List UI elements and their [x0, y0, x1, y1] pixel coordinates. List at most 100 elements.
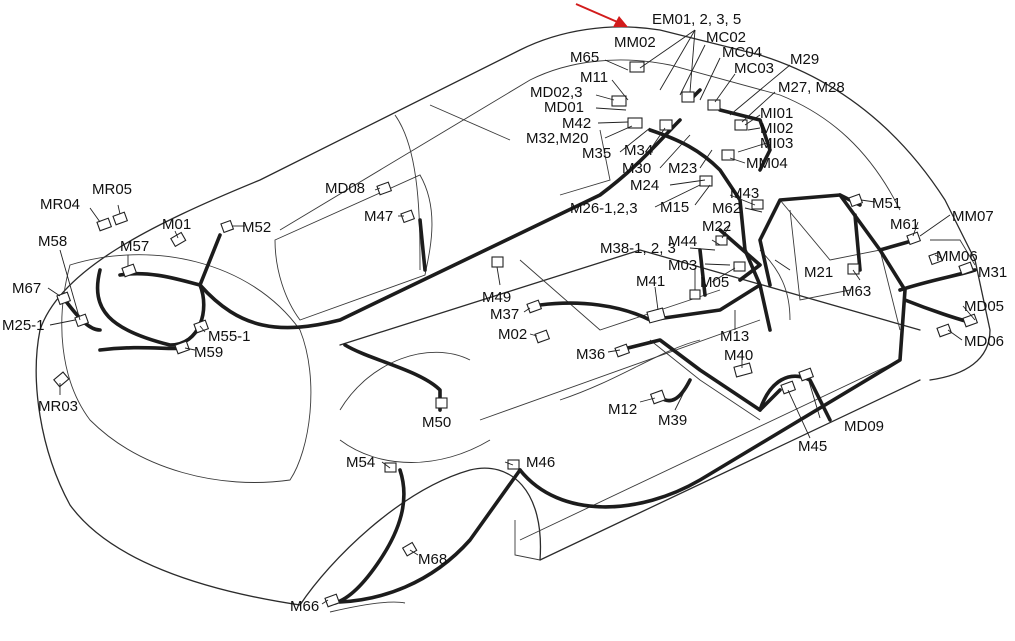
label-m02: M02 [498, 326, 527, 343]
label-m15: M15 [660, 199, 689, 216]
label-m61: M61 [890, 216, 919, 233]
label-mi02: MI02 [760, 120, 793, 137]
label-mi03: MI03 [760, 135, 793, 152]
label-md05: MD05 [964, 298, 1004, 315]
label-m12: M12 [608, 401, 637, 418]
connector [53, 371, 70, 388]
label-md01: MD01 [544, 99, 584, 116]
label-m49: M49 [482, 289, 511, 306]
connector [734, 119, 748, 131]
label-m66: M66 [290, 598, 319, 615]
label-md06: MD06 [964, 333, 1004, 350]
connector [526, 299, 543, 314]
label-m50: M50 [422, 414, 451, 431]
label-m26: M26-1,2,3 [570, 200, 638, 217]
connector [324, 593, 341, 608]
label-mm04: MM04 [746, 155, 788, 172]
label-mc03: MC03 [734, 60, 774, 77]
connector [751, 199, 764, 210]
connector [534, 329, 551, 344]
label-m34: M34 [624, 142, 653, 159]
connector [659, 119, 673, 131]
connector [681, 91, 695, 103]
label-m38: M38-1, 2, 3 [600, 240, 676, 257]
label-m46: M46 [526, 454, 555, 471]
label-md02: MD02,3 [530, 84, 583, 101]
label-mr03: MR03 [38, 398, 78, 415]
connector [847, 263, 860, 275]
label-m44: M44 [668, 233, 697, 250]
connector [435, 397, 448, 409]
connector [491, 256, 504, 268]
connector [733, 261, 746, 272]
label-m57: M57 [120, 238, 149, 255]
connector [715, 235, 728, 246]
label-m24: M24 [630, 177, 659, 194]
label-m39: M39 [658, 412, 687, 429]
label-m36: M36 [576, 346, 605, 363]
connector [689, 289, 701, 300]
label-md09: MD09 [844, 418, 884, 435]
label-md08: MD08 [325, 180, 365, 197]
label-m22: M22 [702, 218, 731, 235]
label-m11: M11 [580, 69, 608, 86]
label-mc02: MC02 [706, 29, 746, 46]
vehicle-body-outline [35, 26, 991, 613]
connector [958, 261, 975, 276]
label-mm02: MM02 [614, 34, 656, 51]
connector [376, 181, 393, 196]
connectors [53, 61, 979, 608]
connector [928, 251, 944, 266]
label-m58: M58 [38, 233, 67, 250]
connector [649, 389, 667, 405]
label-m01: M01 [162, 216, 191, 233]
highlight-arrow [575, 3, 628, 27]
label-m37: M37 [490, 306, 519, 323]
connector [507, 459, 520, 470]
label-em01: EM01, 2, 3, 5 [652, 11, 741, 28]
connector [170, 231, 187, 248]
label-m27-m28: M27, M28 [778, 79, 845, 96]
connector [780, 380, 797, 395]
connector [112, 211, 129, 226]
connector [220, 219, 235, 234]
label-m51: M51 [872, 195, 901, 212]
connector [400, 209, 416, 224]
label-m03: M03 [668, 257, 697, 274]
label-m25: M25-1 [2, 317, 45, 334]
label-m13: M13 [720, 328, 749, 345]
connector [699, 175, 713, 187]
leader-lines [47, 29, 976, 605]
connector [629, 61, 645, 73]
label-m43: M43 [730, 185, 759, 202]
connector [56, 291, 72, 306]
label-m35: M35 [582, 145, 611, 162]
connector [401, 541, 418, 557]
label-m54: M54 [346, 454, 375, 471]
label-mc04: MC04 [722, 44, 762, 61]
connector [798, 367, 815, 382]
connector [627, 117, 643, 129]
label-m52: M52 [242, 219, 271, 236]
label-m45: M45 [798, 438, 827, 455]
label-m05: M05 [700, 274, 729, 291]
label-m32-m20: M32,M20 [526, 130, 589, 147]
label-m68: M68 [418, 551, 447, 568]
label-m42: M42 [562, 115, 591, 132]
label-m30: M30 [622, 160, 651, 177]
label-m47: M47 [364, 208, 393, 225]
label-m67: M67 [12, 280, 41, 297]
label-m65: M65 [570, 49, 599, 66]
label-m40: M40 [724, 347, 753, 364]
connector [384, 462, 397, 473]
connector [936, 323, 953, 338]
label-m63: M63 [842, 283, 871, 300]
connector [74, 313, 90, 328]
label-mi01: MI01 [760, 105, 793, 122]
connector [611, 95, 627, 107]
label-m41: M41 [636, 273, 665, 290]
connector [733, 362, 753, 378]
label-m29: M29 [790, 51, 819, 68]
label-m62: M62 [712, 200, 741, 217]
